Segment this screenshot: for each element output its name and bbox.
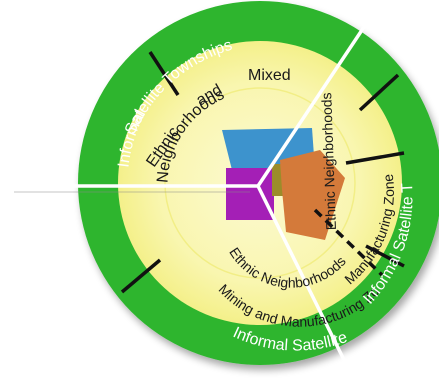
- manufacturing-divider: [313, 208, 384, 277]
- label-mixed: Mixed: [248, 67, 291, 84]
- label-ethnic-neighborhoods-right: Ethnic Neighborhoods: [318, 92, 339, 230]
- inner-concentric-ring: [164, 87, 356, 279]
- white-radial-lines: [10, 16, 372, 374]
- core-orange-block: [280, 150, 345, 240]
- outer-ring-dividers: [120, 51, 405, 294]
